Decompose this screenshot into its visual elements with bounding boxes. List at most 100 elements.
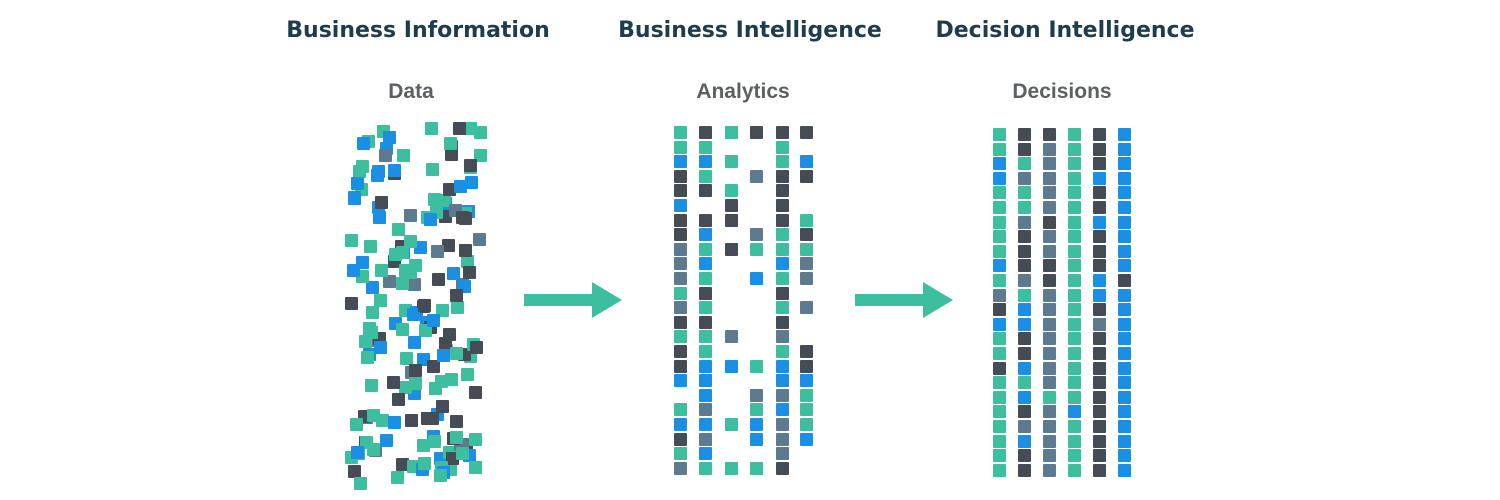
data-square bbox=[674, 301, 687, 315]
data-square bbox=[434, 469, 447, 482]
data-square bbox=[776, 169, 789, 183]
data-square bbox=[361, 351, 374, 364]
data-square bbox=[366, 281, 379, 294]
data-square bbox=[1118, 171, 1131, 185]
data-square bbox=[1018, 463, 1031, 477]
data-square bbox=[776, 374, 789, 388]
data-square bbox=[776, 388, 789, 402]
data-square bbox=[1068, 303, 1081, 317]
data-square bbox=[353, 165, 366, 178]
data-square bbox=[776, 447, 789, 461]
data-square bbox=[750, 272, 763, 285]
data-square bbox=[407, 308, 420, 321]
data-square bbox=[1043, 347, 1056, 360]
data-square bbox=[1043, 449, 1056, 463]
data-square bbox=[1093, 186, 1106, 200]
data-square bbox=[1118, 332, 1131, 346]
data-square bbox=[1043, 128, 1056, 141]
data-square bbox=[1093, 390, 1106, 404]
data-square bbox=[428, 193, 441, 206]
data-square bbox=[800, 359, 813, 373]
data-square bbox=[776, 418, 789, 431]
data-square bbox=[725, 126, 738, 139]
data-square bbox=[418, 299, 431, 312]
data-square bbox=[1068, 390, 1081, 404]
data-square bbox=[699, 286, 712, 300]
data-square bbox=[1093, 288, 1106, 302]
stage-subtitle-analytics: Analytics bbox=[696, 80, 790, 103]
data-square bbox=[1018, 186, 1031, 200]
stage-subtitle-data: Data bbox=[388, 80, 434, 103]
data-square bbox=[776, 301, 789, 315]
data-square bbox=[674, 199, 687, 212]
arrow-head bbox=[923, 282, 953, 318]
data-square bbox=[414, 241, 427, 254]
data-square bbox=[776, 155, 789, 169]
data-square bbox=[993, 463, 1006, 477]
data-square bbox=[1068, 201, 1081, 214]
data-square bbox=[1018, 142, 1031, 156]
data-square bbox=[1043, 259, 1056, 273]
data-square bbox=[1068, 157, 1081, 171]
data-square bbox=[1068, 230, 1081, 244]
data-square bbox=[776, 140, 789, 154]
data-square bbox=[776, 330, 789, 344]
data-square bbox=[993, 288, 1006, 302]
data-square bbox=[800, 374, 813, 388]
data-square bbox=[1068, 259, 1081, 273]
data-square bbox=[450, 415, 463, 428]
data-square bbox=[674, 432, 687, 446]
data-square bbox=[1018, 201, 1031, 214]
data-square bbox=[375, 264, 388, 277]
data-square bbox=[1018, 317, 1031, 331]
data-square bbox=[367, 443, 380, 456]
data-square bbox=[1043, 201, 1056, 214]
data-square bbox=[993, 332, 1006, 346]
data-square bbox=[397, 149, 410, 162]
data-square bbox=[1043, 303, 1056, 317]
data-square bbox=[1018, 361, 1031, 375]
data-square bbox=[450, 431, 463, 444]
data-square bbox=[699, 228, 712, 242]
data-square bbox=[1068, 463, 1081, 477]
data-square bbox=[470, 341, 483, 354]
data-square bbox=[364, 240, 377, 253]
data-square bbox=[366, 306, 379, 319]
data-square bbox=[404, 266, 417, 279]
data-square bbox=[674, 126, 687, 139]
data-square bbox=[674, 140, 687, 154]
data-square bbox=[776, 286, 789, 300]
data-square bbox=[1018, 303, 1031, 317]
data-square bbox=[750, 228, 763, 242]
data-square bbox=[776, 242, 789, 256]
data-square bbox=[417, 439, 430, 452]
data-square bbox=[1043, 157, 1056, 171]
data-square bbox=[993, 420, 1006, 433]
data-square bbox=[699, 403, 712, 417]
data-square bbox=[993, 157, 1006, 171]
data-square bbox=[699, 447, 712, 461]
data-square bbox=[800, 213, 813, 227]
data-square bbox=[464, 122, 477, 135]
data-square bbox=[464, 159, 477, 172]
data-square bbox=[1093, 361, 1106, 375]
data-square bbox=[357, 137, 370, 150]
data-square bbox=[674, 286, 687, 300]
data-square bbox=[1093, 332, 1106, 346]
data-square bbox=[800, 418, 813, 431]
data-square bbox=[1118, 288, 1131, 302]
data-square bbox=[443, 183, 456, 196]
data-square bbox=[800, 169, 813, 183]
stage-title-business-intelligence: Business Intelligence bbox=[618, 18, 882, 43]
data-square bbox=[367, 409, 380, 422]
data-square bbox=[1118, 244, 1131, 258]
data-square bbox=[750, 359, 763, 373]
data-square bbox=[725, 155, 738, 169]
data-square bbox=[442, 239, 455, 252]
data-square bbox=[1093, 244, 1106, 258]
data-square bbox=[800, 155, 813, 169]
data-square bbox=[345, 297, 358, 310]
data-square bbox=[1068, 244, 1081, 258]
data-square bbox=[447, 267, 460, 280]
data-square bbox=[1068, 361, 1081, 375]
